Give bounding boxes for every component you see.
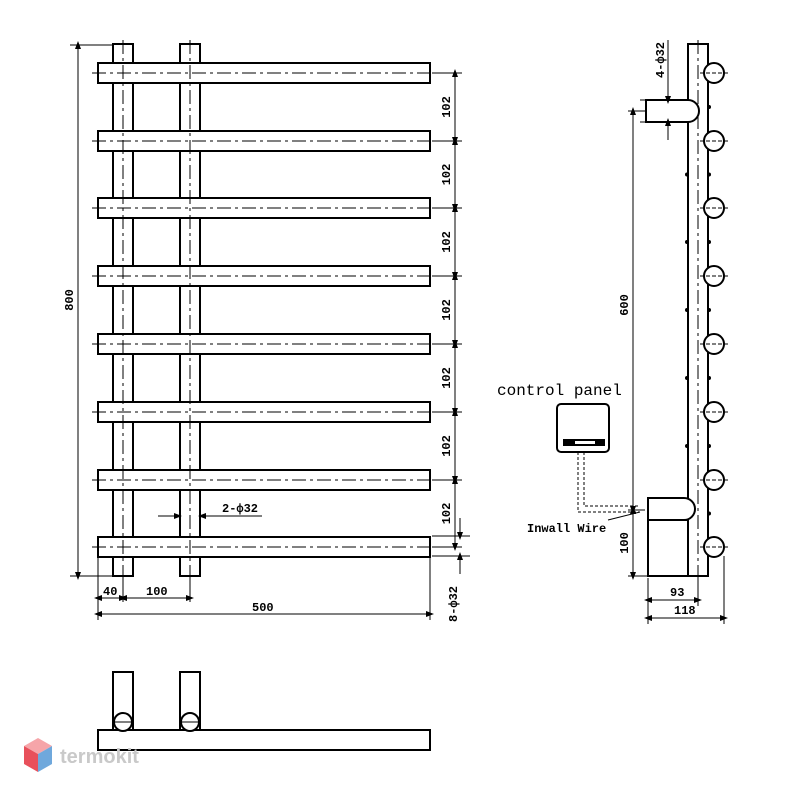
rails-group	[92, 62, 436, 558]
front-view	[92, 40, 436, 582]
dim-bottom-horizontal	[94, 556, 434, 620]
top-view	[97, 671, 431, 751]
depth-inner-label: 93	[670, 586, 684, 600]
dim-width-label: 500	[252, 601, 274, 615]
dim-height-800	[70, 41, 112, 580]
side-view	[645, 40, 728, 582]
rail-pitch-label: 102	[440, 435, 454, 457]
top-connection-stub	[645, 99, 700, 123]
inwall-wire-label: Inwall Wire	[527, 522, 606, 536]
rail-pitch-chain: 102 102 102 102 102 102 102	[432, 69, 462, 551]
heater-body	[647, 519, 689, 577]
termokit-logo	[24, 738, 52, 772]
rail-pitch-label: 102	[440, 299, 454, 321]
rail-pitch-label: 102	[440, 164, 454, 186]
watermark-brand: termokit	[60, 746, 139, 768]
riser-spec-label: 2-ф32	[222, 502, 258, 516]
rail-pitch-label: 102	[440, 367, 454, 389]
dim-side-connection	[640, 40, 676, 140]
dim-riser-spacing-label: 100	[146, 585, 168, 599]
top-view-rail	[97, 729, 431, 751]
bottom-heater-connection	[647, 497, 696, 521]
dim-height-label: 800	[63, 289, 77, 311]
control-panel	[556, 403, 610, 453]
dim-side-600	[628, 107, 648, 580]
dim-offset-label: 40	[103, 585, 117, 599]
depth-outer-label: 118	[674, 604, 696, 618]
inwall-wire	[577, 452, 640, 513]
dim-rail-diameter	[432, 518, 470, 574]
rail-pitch-label: 102	[440, 96, 454, 118]
dim-side-depth	[644, 556, 728, 624]
control-panel-label: control panel	[497, 382, 622, 400]
rail-spec-label: 8-ф32	[447, 586, 461, 622]
side-connection-label: 4-ф32	[654, 42, 668, 78]
side-height-label: 600	[618, 294, 632, 316]
rail-pitch-label: 102	[440, 231, 454, 253]
rail-pitch-label: 102	[440, 503, 454, 525]
side-bottom-height-label: 100	[618, 532, 632, 554]
